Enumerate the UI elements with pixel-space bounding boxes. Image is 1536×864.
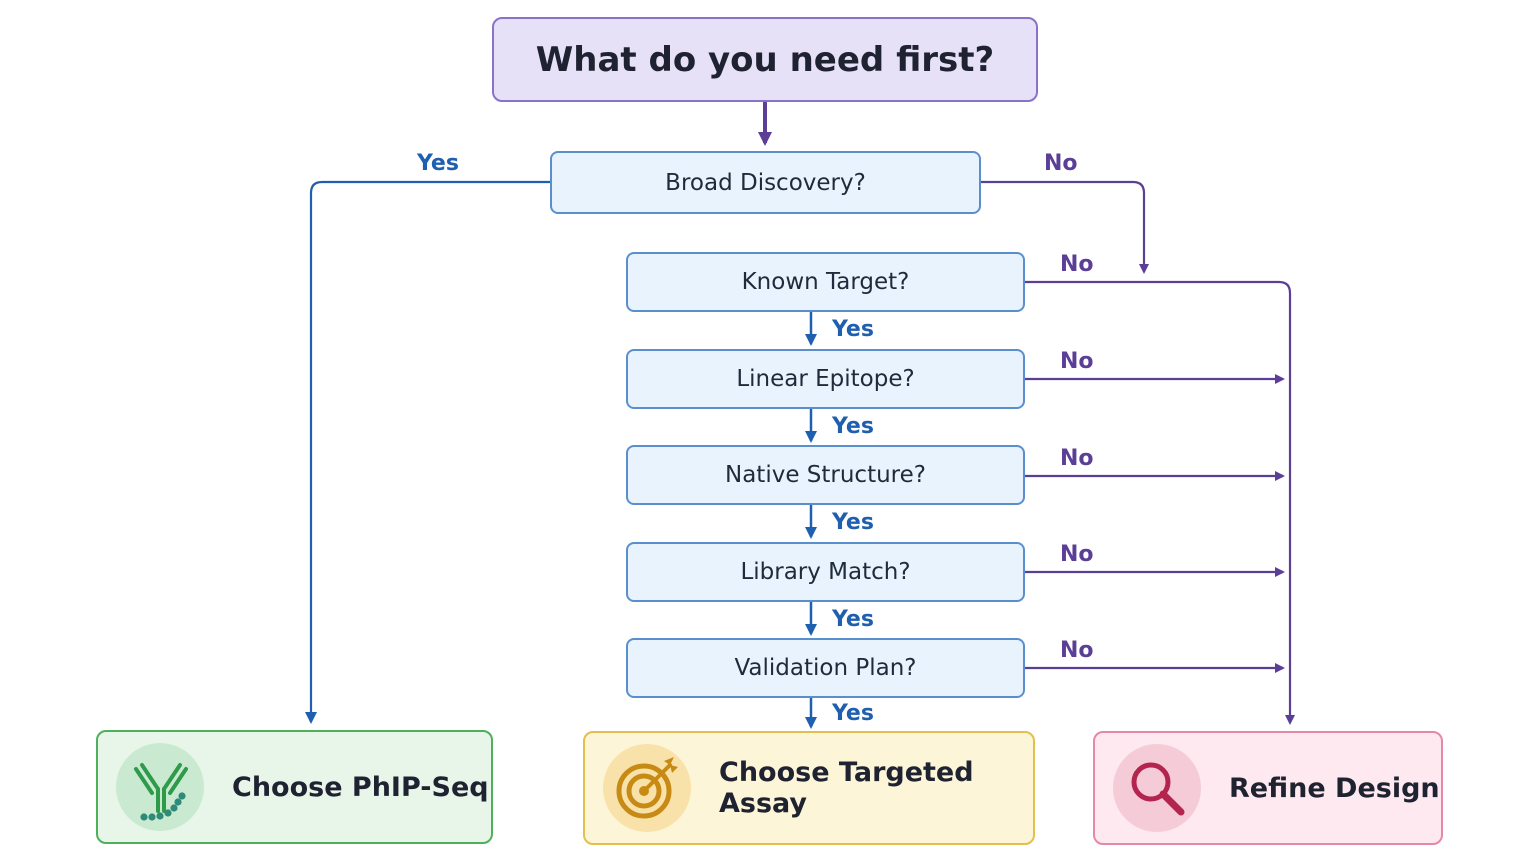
label-library-no: No: [1060, 542, 1094, 567]
outcome-phip-seq: Choose PhIP-Seq: [96, 730, 493, 844]
edge-broad-no: [981, 180, 1149, 274]
label-native-yes: Yes: [832, 510, 874, 535]
label-library-yes: Yes: [832, 607, 874, 632]
label-known-no: No: [1060, 252, 1094, 277]
label-validation-yes: Yes: [832, 701, 874, 726]
outcome-label: Choose PhIP-Seq: [232, 771, 489, 803]
question-native-structure: Native Structure?: [626, 445, 1025, 505]
question-linear-epitope: Linear Epitope?: [626, 349, 1025, 409]
outcome-refine-design: Refine Design: [1093, 731, 1443, 845]
label-native-no: No: [1060, 446, 1094, 471]
outcome-label: Refine Design: [1229, 772, 1440, 804]
label-known-yes: Yes: [832, 317, 874, 342]
question-label: Broad Discovery?: [665, 169, 866, 196]
title-text: What do you need first?: [535, 39, 995, 80]
question-label: Known Target?: [741, 269, 910, 295]
question-library-match: Library Match?: [626, 542, 1025, 602]
question-label: Native Structure?: [725, 462, 926, 488]
outcome-label: Choose Targeted Assay: [719, 757, 974, 819]
edge-known-no: [1025, 280, 1295, 725]
outcome-targeted-assay: Choose Targeted Assay: [583, 731, 1035, 845]
label-linear-yes: Yes: [832, 414, 874, 439]
question-validation-plan: Validation Plan?: [626, 638, 1025, 698]
target-icon: [603, 744, 691, 832]
question-known-target: Known Target?: [626, 252, 1025, 312]
question-label: Library Match?: [740, 559, 911, 585]
antibody-icon: [116, 743, 204, 831]
question-label: Linear Epitope?: [736, 366, 915, 392]
label-broad-yes: Yes: [417, 151, 459, 176]
question-broad-discovery: Broad Discovery?: [550, 151, 981, 214]
magnifier-icon: [1113, 744, 1201, 832]
label-linear-no: No: [1060, 349, 1094, 374]
question-label: Validation Plan?: [734, 655, 917, 681]
label-validation-no: No: [1060, 638, 1094, 663]
title-box: What do you need first?: [492, 17, 1038, 102]
label-broad-no: No: [1044, 151, 1078, 176]
edge-broad-yes: [305, 180, 550, 724]
